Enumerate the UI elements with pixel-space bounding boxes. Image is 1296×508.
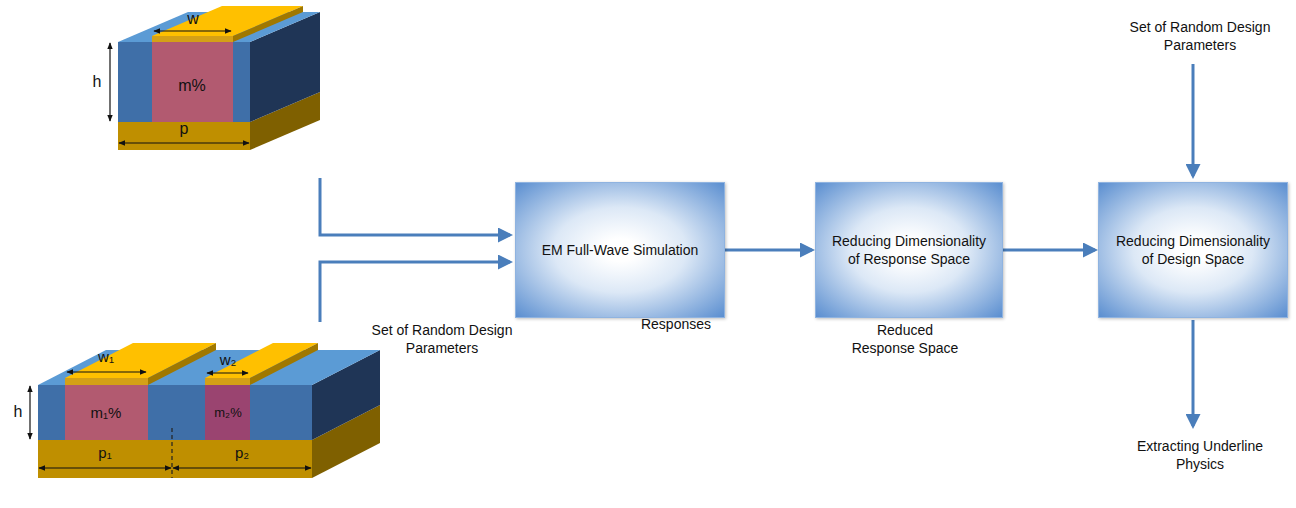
dimension-label: w₂ [220,351,237,370]
dimension-label: m% [178,76,206,96]
flow-arrow [1192,64,1195,176]
two-cell-structure [30,343,380,478]
dimension-arrow [154,30,231,31]
dimension-arrow [109,43,110,121]
dimension-label: p [180,119,189,139]
metal-strip-front [152,36,233,42]
dimension-label: p₁ [98,444,111,463]
box-text: EM Full-Wave Simulation [542,241,699,259]
metal-strip-side [233,6,303,42]
dimension-arrow [119,142,249,143]
flow-label: Extracting Underline Physics [1130,438,1270,473]
dimension-arrow [173,467,311,468]
dimension-label: m₁% [91,404,122,423]
dimension-label: m₂% [214,405,241,421]
single-cell-structure [110,6,320,150]
dimension-label: h [14,402,23,422]
flow-arrow [1003,249,1095,252]
dimension-arrow [39,467,171,468]
flow-arrow [320,262,510,322]
flow-label: Set of Random Design Parameters [367,322,517,357]
process-box: Reducing Dimensionality of Response Spac… [815,182,1003,318]
substrate-front [38,385,312,440]
dimension-label: h [93,72,102,92]
dimension-arrow [207,372,248,373]
metal-strip-front [65,378,148,385]
flow-label: Set of Random Design Parameters [1125,19,1275,54]
box-text: Reducing Dimensionality of Design Space [1113,232,1273,268]
metal-strip-front [205,378,250,385]
mixture-region [65,385,148,440]
cell-boundary [171,428,172,478]
flow-arrow [320,178,510,235]
dimension-label: p₂ [235,444,249,463]
flow-label: Reduced Response Space [845,322,965,357]
process-box: Reducing Dimensionality of Design Space [1098,182,1288,318]
substrate-front [118,42,250,122]
flow-label: Responses [641,316,711,334]
mixture-region [205,385,250,440]
process-box: EM Full-Wave Simulation [515,182,725,318]
box-text: Reducing Dimensionality of Response Spac… [829,232,989,268]
mixture-region [152,42,233,122]
flow-arrow [725,249,812,252]
metal-strip-side [250,343,318,385]
ground-plane [38,440,312,478]
dimension-label: w₁ [98,348,114,367]
flow-arrow [1192,320,1195,426]
dimension-arrow [67,371,146,372]
dimension-label: w [187,9,199,29]
dimension-arrow [29,386,30,439]
